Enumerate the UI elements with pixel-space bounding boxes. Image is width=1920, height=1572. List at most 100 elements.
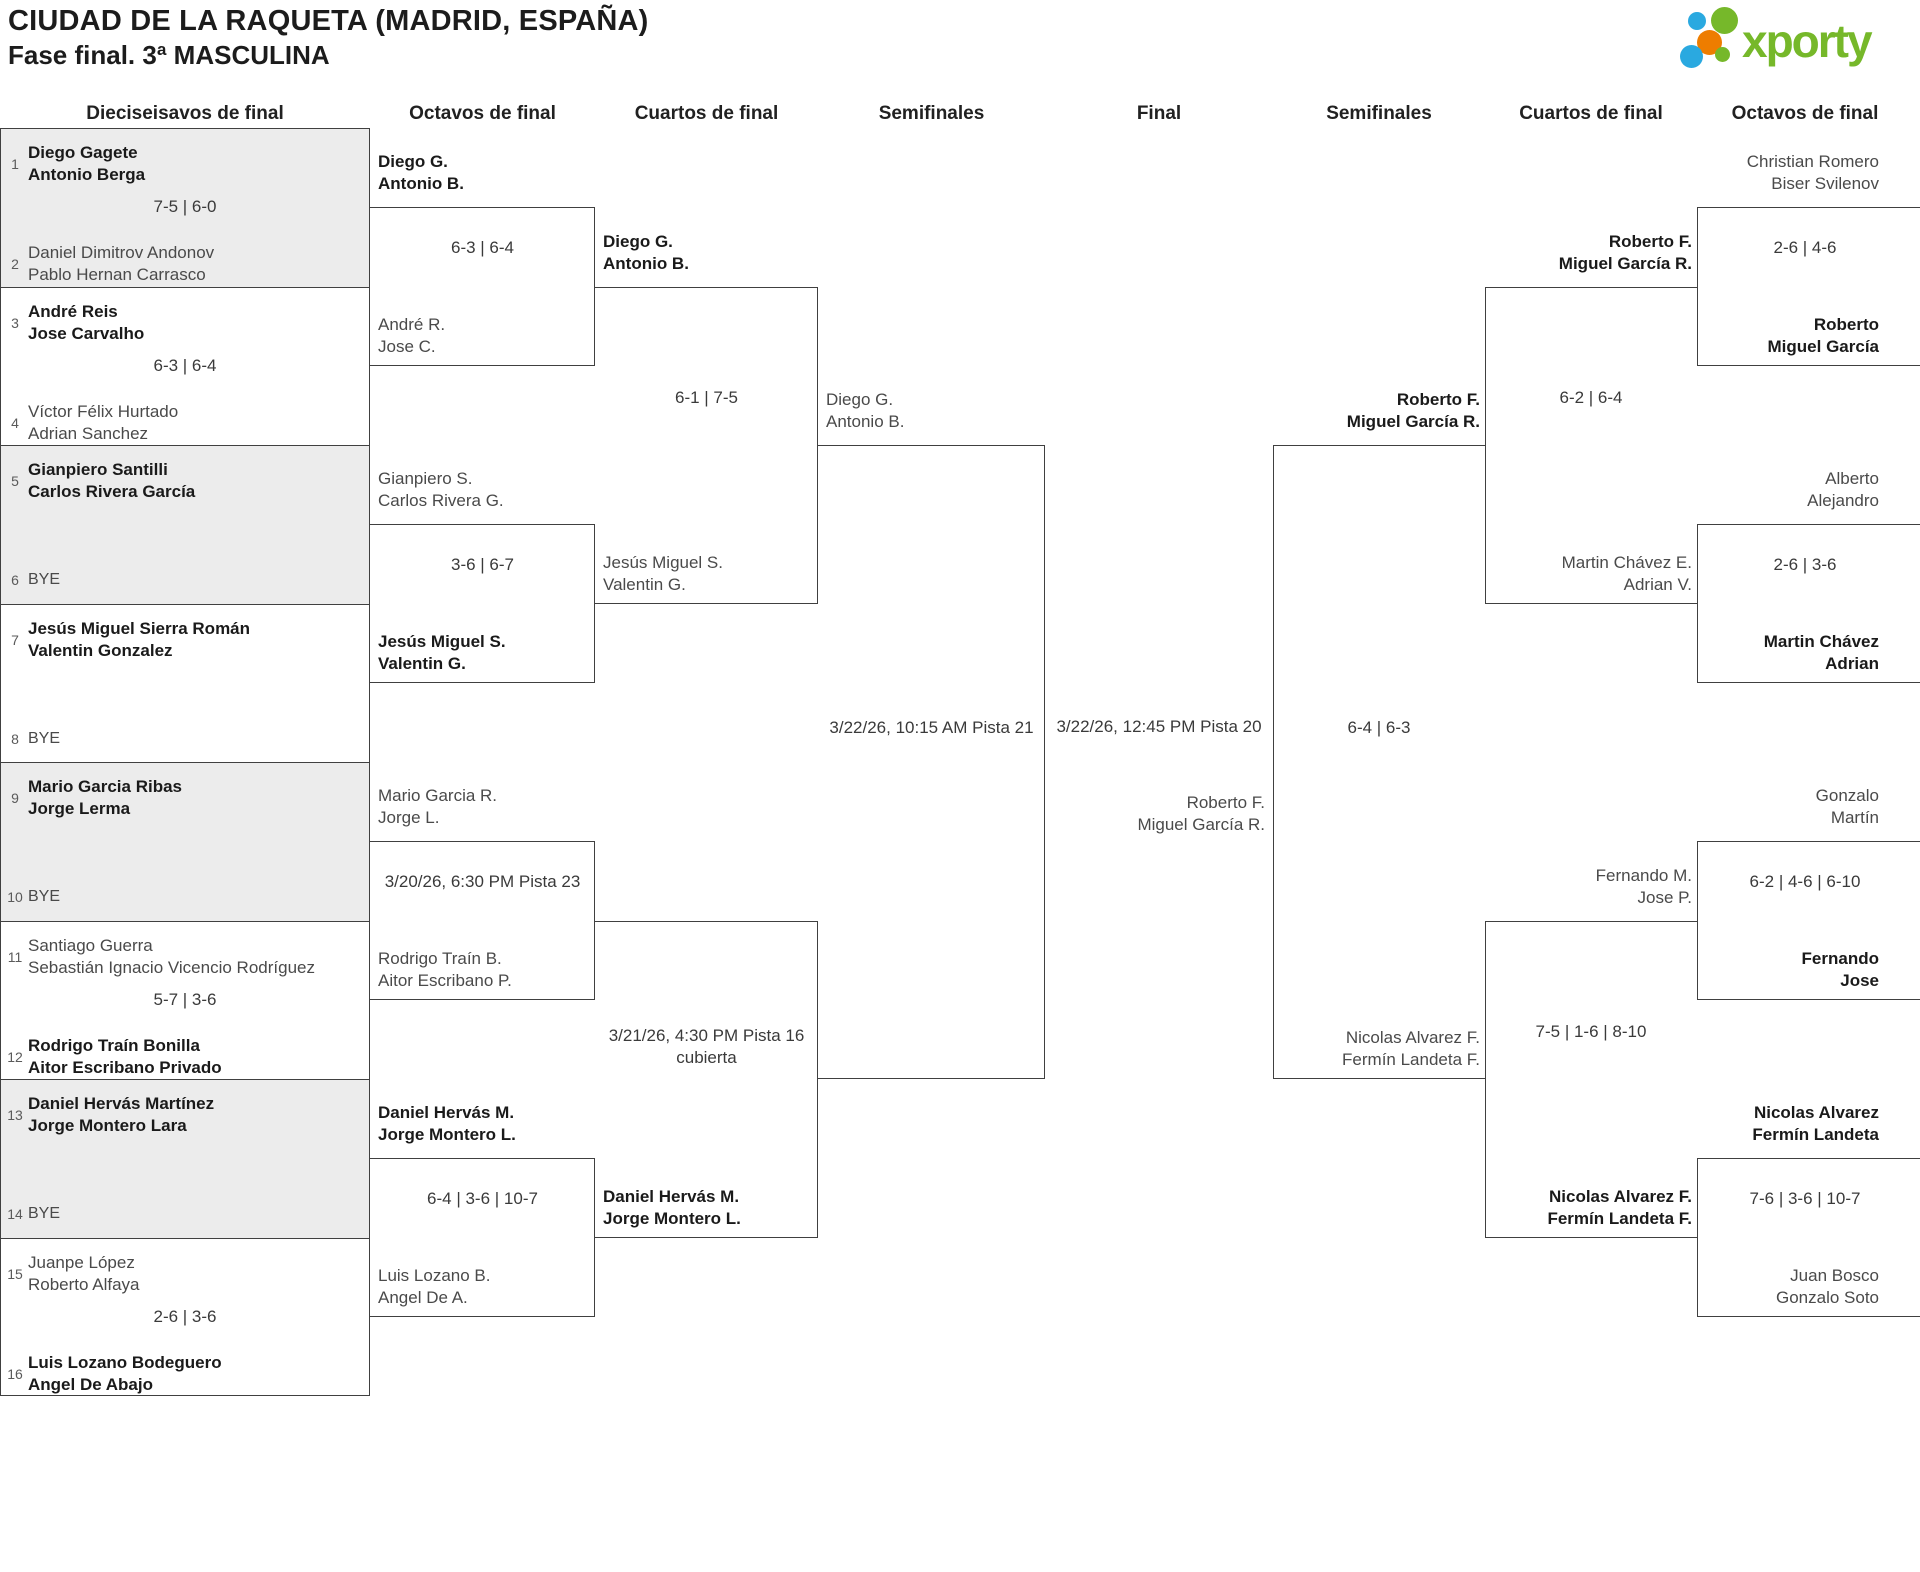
team-name[interactable]: Juan Bosco	[1790, 1265, 1879, 1285]
match-box[interactable]	[1485, 920, 1697, 1238]
team-name[interactable]: Jose Carvalho	[28, 323, 145, 343]
match-box[interactable]	[0, 603, 370, 762]
match-box[interactable]	[595, 286, 818, 604]
match-box[interactable]	[1697, 1158, 1920, 1317]
match-box[interactable]	[0, 128, 370, 287]
team-label[interactable]: Luis Lozano B.Angel De A.	[378, 1265, 490, 1309]
team-name[interactable]: Martin Chávez E.	[1561, 552, 1692, 572]
team-name[interactable]: Gianpiero Santilli	[28, 460, 168, 479]
team-label[interactable]: Nicolas Alvarez F.Fermín Landeta F.	[1180, 1027, 1480, 1071]
team-name[interactable]: Alberto	[1825, 469, 1879, 489]
team-name[interactable]: Gianpiero S.	[378, 469, 473, 489]
team-name[interactable]: Mario Garcia Ribas	[28, 777, 183, 796]
team-name[interactable]: Luis Lozano Bodeguero	[28, 1352, 222, 1372]
team-label[interactable]: Gianpiero S.Carlos Rivera G.	[378, 468, 504, 512]
match-box[interactable]	[370, 524, 595, 683]
team-name[interactable]: Jesús Miguel Sierra Román	[28, 618, 251, 638]
team-name[interactable]: Jorge Montero Lara	[28, 1116, 187, 1135]
team-name[interactable]: Jorge L.	[378, 808, 440, 828]
team-label[interactable]: Diego G.Antonio B.	[378, 151, 464, 195]
team-name[interactable]: Martín	[1830, 808, 1879, 828]
team-name[interactable]: Antonio B.	[603, 253, 689, 273]
team-name[interactable]: Diego G.	[378, 152, 448, 172]
match-box[interactable]	[1697, 524, 1920, 683]
team-name[interactable]: Roberto F.	[1186, 793, 1265, 812]
team-name[interactable]: Jose P.	[1637, 887, 1692, 907]
team-label[interactable]: Diego G.Antonio B.	[603, 231, 689, 275]
team-name[interactable]: Miguel García	[1767, 336, 1879, 356]
team-name[interactable]: Miguel García R.	[1137, 815, 1265, 834]
team-name[interactable]: Adrian V.	[1623, 574, 1692, 594]
team-name[interactable]: Pablo Hernan Carrasco	[28, 265, 206, 284]
team-name[interactable]: Daniel Hervás M.	[378, 1103, 515, 1123]
team-label[interactable]: Rodrigo Traín B.Aitor Escribano P.	[378, 948, 512, 992]
team-name[interactable]: Nicolas Alvarez F.	[1549, 1186, 1692, 1206]
team-name[interactable]: Sebastián Ignacio Vicencio Rodríguez	[28, 957, 315, 977]
team-name[interactable]: Santiago Guerra	[28, 935, 153, 955]
team-name[interactable]: Rodrigo Traín B.	[378, 948, 502, 968]
team-name[interactable]: Daniel Hervás Martínez	[28, 1094, 215, 1113]
match-box[interactable]	[0, 1237, 370, 1396]
team-name[interactable]: Jose	[1840, 970, 1879, 990]
match-box[interactable]	[0, 286, 370, 445]
team-name[interactable]: Valentin Gonzalez	[28, 640, 173, 660]
team-label[interactable]: Daniel Hervás M.Jorge Montero L.	[378, 1102, 516, 1146]
match-box[interactable]	[1485, 286, 1697, 604]
team-name[interactable]: Mario Garcia R.	[378, 786, 498, 806]
team-name[interactable]: Christian Romero	[1746, 152, 1879, 172]
team-name[interactable]: Fermín Landeta F.	[1547, 1208, 1692, 1228]
team-name[interactable]: Carlos Rivera García	[28, 482, 196, 501]
team-name[interactable]: Diego G.	[826, 390, 894, 409]
team-name[interactable]: Aitor Escribano Privado	[28, 1057, 222, 1077]
team-name[interactable]: Fermín Landeta F.	[1342, 1050, 1480, 1069]
team-name[interactable]: Daniel Hervás M.	[603, 1186, 740, 1206]
team-name[interactable]: Angel De Abajo	[28, 1374, 153, 1394]
team-label[interactable]: Daniel Hervás M.Jorge Montero L.	[603, 1186, 741, 1230]
match-box[interactable]	[0, 445, 370, 604]
match-box[interactable]	[370, 841, 595, 1000]
team-name[interactable]: André R.	[378, 314, 446, 334]
team-name[interactable]: Diego Gagete	[28, 143, 138, 162]
match-box[interactable]	[1697, 841, 1920, 1000]
team-name[interactable]: Angel De A.	[378, 1287, 468, 1307]
team-name[interactable]: Juanpe López	[28, 1252, 135, 1272]
team-name[interactable]: Adrian	[1825, 653, 1879, 673]
team-name[interactable]: Gonzalo Soto	[1775, 1287, 1879, 1307]
team-label[interactable]: Fernando M.Jose P.	[1392, 865, 1692, 909]
team-name[interactable]: Valentin G.	[378, 653, 466, 673]
team-label[interactable]: Roberto F. Miguel García R.	[965, 792, 1265, 836]
team-name[interactable]: Fermín Landeta	[1752, 1125, 1879, 1145]
match-box[interactable]	[1697, 207, 1920, 366]
team-name[interactable]: Roberto F.	[1396, 390, 1480, 409]
team-name[interactable]: Fernando M.	[1595, 865, 1692, 885]
team-name[interactable]: Roberto	[1813, 314, 1879, 334]
team-name[interactable]: Jesús Miguel S.	[378, 631, 506, 651]
team-name[interactable]: Jorge Lerma	[28, 799, 131, 818]
team-label[interactable]: Mario Garcia R.Jorge L.	[378, 785, 497, 829]
team-name[interactable]: Miguel García R.	[1346, 412, 1480, 431]
team-label[interactable]: André R.Jose C.	[378, 314, 445, 358]
team-name[interactable]: Carlos Rivera G.	[378, 491, 504, 511]
team-label[interactable]: Jesús Miguel S.Valentin G.	[603, 552, 723, 596]
team-name[interactable]: Jose C.	[378, 336, 436, 356]
team-name[interactable]: Jorge Montero L.	[603, 1208, 741, 1228]
team-label[interactable]: Nicolas Alvarez F.Fermín Landeta F.	[1392, 1186, 1692, 1230]
team-name[interactable]: Antonio Berga	[28, 165, 146, 184]
team-name[interactable]: Antonio B.	[378, 174, 464, 194]
